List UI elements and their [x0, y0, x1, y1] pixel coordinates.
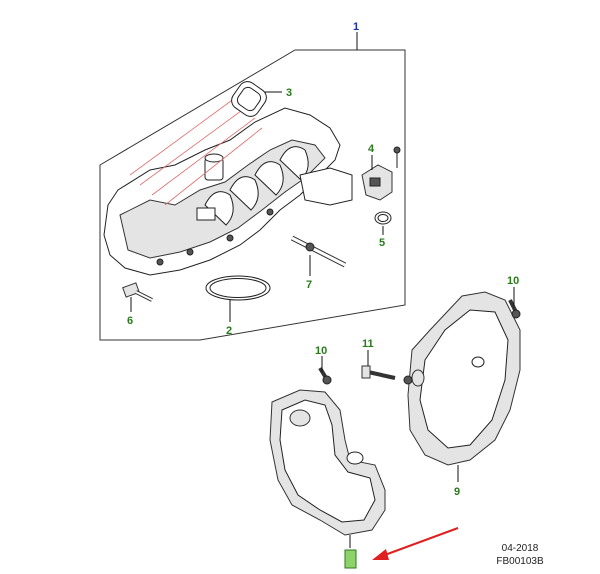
pressure-sensor-4 [361, 164, 393, 201]
callout-10-left: 10 [315, 345, 327, 357]
bolt-10-left [318, 366, 332, 385]
footer-date: 04-2018 [502, 543, 539, 554]
stud-bolt-7 [290, 235, 347, 268]
footer-code: FB00103B [496, 556, 544, 567]
heat-shield-8 [269, 389, 386, 536]
callout-4: 4 [368, 143, 375, 155]
bolt-6 [122, 282, 153, 302]
callout-11: 11 [362, 338, 374, 350]
assembly-boundary-box [99, 49, 406, 341]
bolt-11 [361, 365, 413, 385]
callout-9: 9 [454, 486, 460, 498]
heat-shield-9 [407, 291, 521, 466]
gasket-ring-2 [205, 275, 271, 301]
red-indicator-arrow [372, 527, 459, 560]
callout-3: 3 [286, 87, 292, 99]
intake-manifold [103, 107, 353, 276]
gasket-3 [231, 81, 267, 117]
callout-1: 1 [353, 21, 359, 33]
callout-10-right: 10 [507, 275, 519, 287]
callout-6: 6 [127, 315, 133, 327]
callout-2: 2 [226, 325, 232, 337]
o-ring-5 [374, 211, 392, 225]
callout-5: 5 [379, 237, 385, 249]
part-8-marker [344, 549, 357, 569]
bolt-near-4 [393, 146, 401, 168]
callout-7: 7 [306, 279, 312, 291]
highlight-hatch [129, 97, 263, 206]
bolt-10-right [508, 299, 521, 319]
